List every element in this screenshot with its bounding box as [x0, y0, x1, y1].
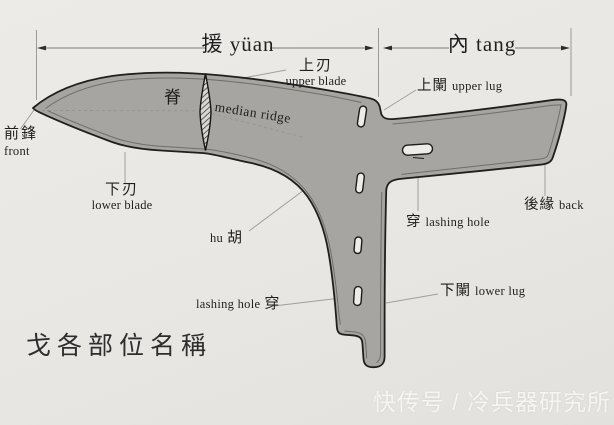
label-ridge-zh: 脊: [164, 88, 183, 107]
tang-slot-tick: [412, 157, 425, 159]
dimension-arrowheads: [37, 45, 570, 51]
label-lower-blade: 下刃 lower blade: [91, 182, 153, 212]
label-lashing-hole-tang: 穿 lashing hole: [406, 214, 490, 230]
label-lashing-hole-left: lashing hole 穿: [196, 296, 282, 312]
label-upper-lug: 上闌 upper lug: [417, 78, 503, 94]
label-upper-blade: 上刃 upper blade: [285, 58, 347, 88]
label-hu: hu 胡: [210, 230, 245, 246]
median-ridge-section: [199, 73, 212, 151]
centerline-dashes: [41, 110, 303, 138]
label-lower-lug: 下闌 lower lug: [440, 283, 526, 299]
dim-label-yuan: 援 yüan: [201, 32, 275, 56]
dimension-extension-lines: [36, 28, 572, 100]
inner-outline: [45, 77, 562, 364]
watermark: 快传号 / 冷兵器研究所: [372, 389, 611, 415]
label-front: 前鋒 front: [4, 126, 39, 158]
page-title: 戈各部位名稱: [26, 333, 213, 360]
label-back: 後緣 back: [524, 197, 584, 213]
dim-label-nei-tang: 內 tang: [447, 32, 517, 56]
lashing-hole-slots: [352, 105, 434, 307]
